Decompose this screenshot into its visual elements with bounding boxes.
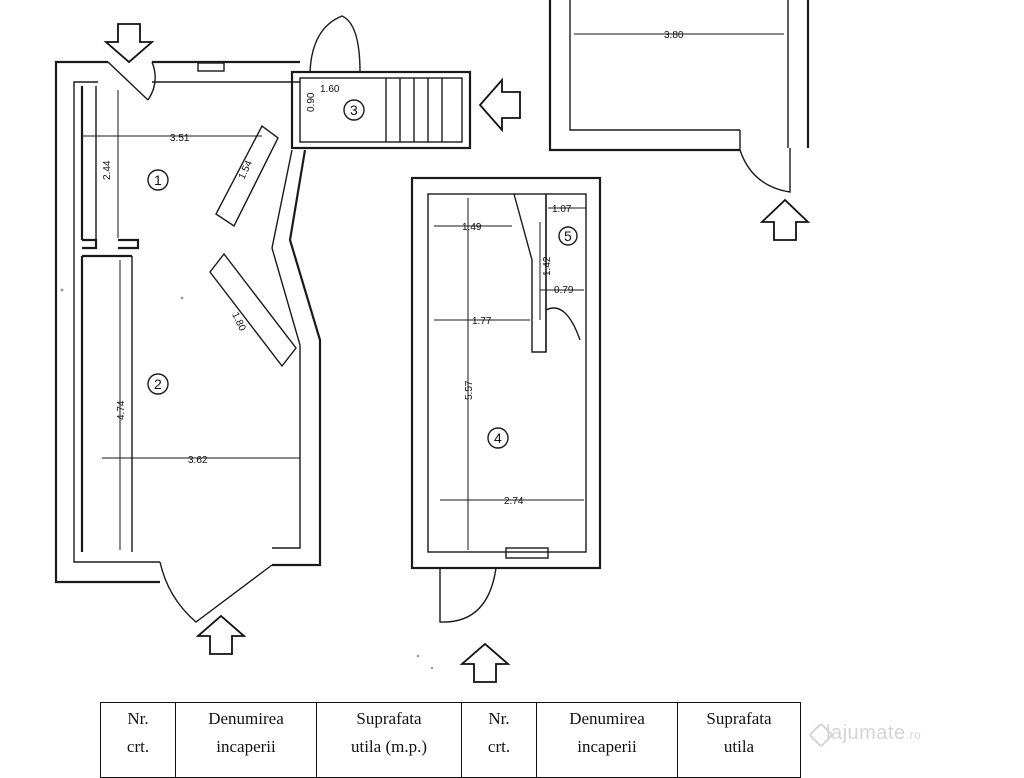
room-number-4: 4 bbox=[494, 430, 502, 446]
right-building bbox=[548, 0, 810, 193]
speck bbox=[416, 654, 420, 658]
header-nr-crt-2: Nr. crt. bbox=[461, 702, 537, 778]
speck bbox=[430, 666, 434, 670]
dim-room5-door: 0.79 bbox=[554, 285, 574, 296]
right-door bbox=[739, 130, 791, 193]
header-denumirea-1: Denumirea incaperii bbox=[175, 702, 317, 778]
dim-room1-diag: 1.54 bbox=[237, 159, 255, 182]
stair-door bbox=[309, 15, 361, 73]
header-line: crt. bbox=[126, 737, 150, 756]
arrow-icon bbox=[478, 77, 521, 133]
dim-room3-width: 1.60 bbox=[320, 84, 340, 95]
stair-room bbox=[290, 15, 472, 150]
dim-room5-depth: 1.42 bbox=[542, 256, 553, 276]
header-line: Denumirea bbox=[208, 709, 284, 728]
dim-room3-depth: 0.90 bbox=[306, 92, 317, 112]
header-denumirea-2: Denumirea incaperii bbox=[536, 702, 678, 778]
room-number-circle bbox=[487, 427, 509, 449]
diagonal-panel-1 bbox=[215, 124, 279, 228]
header-line: incaperii bbox=[216, 737, 276, 756]
header-suprafata-2: Suprafata utila bbox=[677, 702, 801, 778]
dim-room1-width: 3.51 bbox=[170, 133, 190, 144]
entry-arrows bbox=[103, 23, 811, 683]
window-top bbox=[197, 62, 225, 72]
dimension-labels: 3.51 2.44 1.54 1.80 4.74 3.62 1.60 0.90 … bbox=[102, 30, 684, 507]
room-number-circle bbox=[147, 169, 169, 191]
arrow-icon bbox=[195, 614, 247, 655]
middle-building-outer bbox=[410, 176, 602, 570]
arrow-icon bbox=[459, 642, 511, 683]
arrow-icon bbox=[103, 23, 155, 64]
room-number-circle bbox=[558, 226, 578, 246]
dim-room4-depth: 5.57 bbox=[464, 380, 475, 400]
left-building bbox=[54, 60, 322, 623]
diagonal-panel-2 bbox=[209, 252, 297, 368]
room-number-circle bbox=[147, 373, 169, 395]
room-number-3: 3 bbox=[350, 102, 358, 118]
header-line: crt. bbox=[487, 737, 511, 756]
dimension-lines bbox=[82, 33, 784, 550]
watermark-suffix: .ro bbox=[905, 728, 922, 742]
table-header-row: Nr. crt. Denumirea incaperii Suprafata u… bbox=[100, 702, 801, 778]
header-line: Nr. bbox=[488, 709, 510, 728]
header-line: utila bbox=[723, 737, 755, 756]
speck bbox=[60, 288, 64, 292]
middle-building-inner bbox=[427, 193, 587, 553]
dim-room1-depth: 2.44 bbox=[102, 160, 113, 180]
right-building-inner bbox=[569, 0, 740, 131]
room-area-table: Nr. crt. Denumirea incaperii Suprafata u… bbox=[100, 702, 801, 778]
arrow-icon bbox=[759, 198, 811, 241]
entry-door-top bbox=[107, 61, 156, 101]
partition-wall bbox=[82, 238, 140, 258]
room5-door bbox=[545, 307, 581, 341]
header-line: Suprafata bbox=[356, 709, 422, 728]
right-building-outer bbox=[548, 0, 740, 152]
left-building-outer-wall bbox=[54, 60, 160, 584]
front-door-bottom bbox=[159, 561, 273, 623]
watermark-brand: lajumate bbox=[826, 722, 906, 744]
dim-right-room-width: 3.80 bbox=[664, 30, 684, 41]
window-bottom bbox=[505, 547, 549, 559]
header-line: Nr. bbox=[127, 709, 149, 728]
dim-room2-depth: 4.74 bbox=[116, 400, 127, 420]
dim-room4-mid: 1.77 bbox=[472, 316, 492, 327]
header-line: incaperii bbox=[577, 737, 637, 756]
room-number-1: 1 bbox=[154, 172, 162, 188]
left-building-inner-wall bbox=[73, 81, 160, 563]
header-line: Denumirea bbox=[569, 709, 645, 728]
middle-building bbox=[410, 176, 602, 623]
speck bbox=[180, 296, 184, 300]
stair-room-inner bbox=[299, 77, 463, 143]
middle-door bbox=[439, 567, 497, 623]
header-suprafata-1: Suprafata utila (m.p.) bbox=[316, 702, 462, 778]
room-number-2: 2 bbox=[154, 376, 162, 392]
header-line: Suprafata bbox=[706, 709, 772, 728]
dim-room4-width: 2.74 bbox=[504, 496, 524, 507]
floor-plan: 3.51 2.44 1.54 1.80 4.74 3.62 1.60 0.90 … bbox=[54, 0, 811, 683]
dim-room2-diag: 1.80 bbox=[229, 311, 247, 334]
left-building-inner-wall-right bbox=[271, 149, 301, 549]
scan-noise bbox=[60, 288, 434, 670]
room-numbers: 1 2 3 4 5 bbox=[147, 99, 578, 449]
header-nr-crt-1: Nr. crt. bbox=[100, 702, 176, 778]
header-line: utila (m.p.) bbox=[350, 737, 427, 756]
dim-room5-width: 1.07 bbox=[552, 204, 572, 215]
room-number-circle bbox=[343, 99, 365, 121]
stair-room-outer bbox=[290, 70, 472, 150]
room-number-5: 5 bbox=[564, 228, 572, 244]
dim-room4-top: 1.49 bbox=[462, 222, 482, 233]
left-building-outer-wall-bottom-right bbox=[272, 149, 322, 567]
dim-room2-width: 3.62 bbox=[188, 455, 208, 466]
watermark: lajumate.ro bbox=[826, 722, 921, 745]
